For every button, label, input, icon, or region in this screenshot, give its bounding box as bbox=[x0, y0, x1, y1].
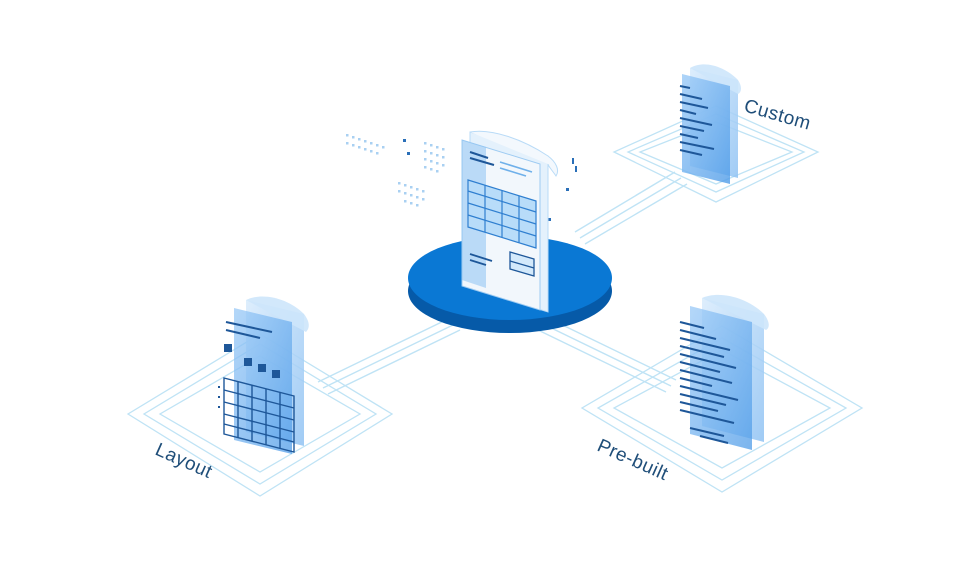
platform-layout bbox=[126, 333, 394, 497]
connector-to-custom bbox=[574, 171, 688, 245]
layout-table-document-icon bbox=[218, 296, 309, 454]
layout-table-grid bbox=[223, 377, 295, 453]
particle-cluster-2 bbox=[424, 142, 445, 173]
custom-document-icon bbox=[679, 64, 741, 184]
custom-doc-lines bbox=[679, 85, 715, 156]
connectors bbox=[317, 171, 688, 395]
connector-to-layout bbox=[317, 317, 461, 395]
platform-custom bbox=[612, 105, 820, 203]
label-layout: Layout bbox=[152, 439, 216, 483]
particle-cluster-1 bbox=[346, 134, 385, 155]
data-particles bbox=[346, 134, 577, 221]
label-custom: Custom bbox=[742, 96, 814, 135]
invoice-table-grid bbox=[467, 179, 537, 249]
label-prebuilt: Pre-built bbox=[594, 435, 671, 485]
connector-to-prebuilt bbox=[537, 317, 677, 393]
invoice-document-icon bbox=[461, 130, 559, 313]
layout-squares bbox=[224, 344, 280, 378]
prebuilt-doc-lines bbox=[679, 321, 739, 444]
particle-cluster-3 bbox=[398, 182, 425, 207]
particle-accents bbox=[403, 139, 577, 221]
prebuilt-document-icon bbox=[679, 294, 769, 450]
platform-prebuilt bbox=[580, 325, 864, 493]
